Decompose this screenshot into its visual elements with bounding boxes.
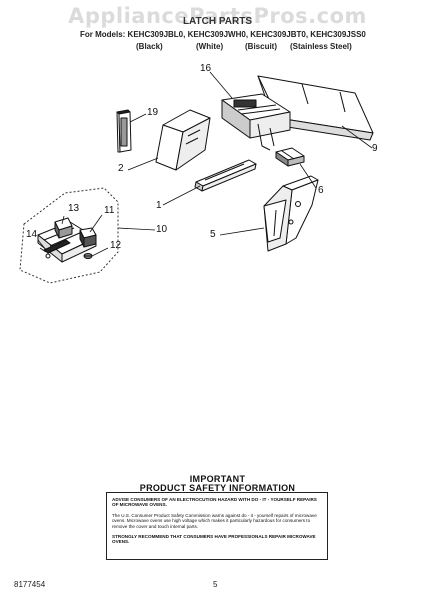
part-2-latch-housing[interactable] <box>155 109 211 171</box>
color-biscuit: (Biscuit) <box>245 42 277 51</box>
callout-10: 10 <box>156 224 168 235</box>
callout-12: 12 <box>110 240 122 251</box>
color-stainless: (Stainless Steel) <box>290 42 352 51</box>
page-number: 5 <box>213 580 218 589</box>
part-6-block[interactable] <box>275 147 305 167</box>
part-1-slider-bar[interactable] <box>194 159 257 192</box>
part-12-screw[interactable] <box>83 253 93 259</box>
callout-11: 11 <box>104 205 115 216</box>
safety-heading-important: IMPORTANT <box>189 474 246 484</box>
callout-14: 14 <box>26 229 38 240</box>
page-title: LATCH PARTS <box>182 16 253 27</box>
safety-info-box: ADVISE CONSUMERS OF AN ELECTROCUTION HAZ… <box>106 492 328 560</box>
safety-heading-title: PRODUCT SAFETY INFORMATION <box>139 483 296 493</box>
watermark: AppliancePartsPros.com <box>68 4 367 28</box>
part-13-switch[interactable] <box>54 217 73 239</box>
color-black: (Black) <box>136 42 163 51</box>
callout-1: 1 <box>156 200 162 211</box>
safety-para-cpsc: The U.S. Consumer Product Safety Commiss… <box>112 512 317 529</box>
part-16-latch-mechanism[interactable] <box>221 93 291 151</box>
callout-2: 2 <box>118 163 124 174</box>
models-line: For Models: KEHC309JBL0, KEHC309JWH0, KE… <box>80 30 366 39</box>
safety-para-warning: ADVISE CONSUMERS OF AN ELECTROCUTION HAZ… <box>112 497 317 508</box>
callout-19: 19 <box>147 107 159 118</box>
part-10-assembly-outline <box>19 187 119 284</box>
callout-6: 6 <box>318 185 324 196</box>
callout-9: 9 <box>372 143 378 154</box>
doc-number: 8177454 <box>14 580 46 589</box>
part-14-lever[interactable] <box>39 239 71 254</box>
part-19-latch-hook[interactable] <box>116 109 132 153</box>
callout-5: 5 <box>210 229 216 240</box>
part-11-switch[interactable] <box>79 227 97 248</box>
color-white: (White) <box>196 42 224 51</box>
leader-lines <box>37 71 373 257</box>
callout-13: 13 <box>68 203 80 214</box>
safety-para-recommend: STRONGLY RECOMMEND THAT CONSUMERS HAVE P… <box>112 534 316 545</box>
part-5-bracket[interactable] <box>263 175 319 252</box>
callout-16: 16 <box>200 63 212 74</box>
